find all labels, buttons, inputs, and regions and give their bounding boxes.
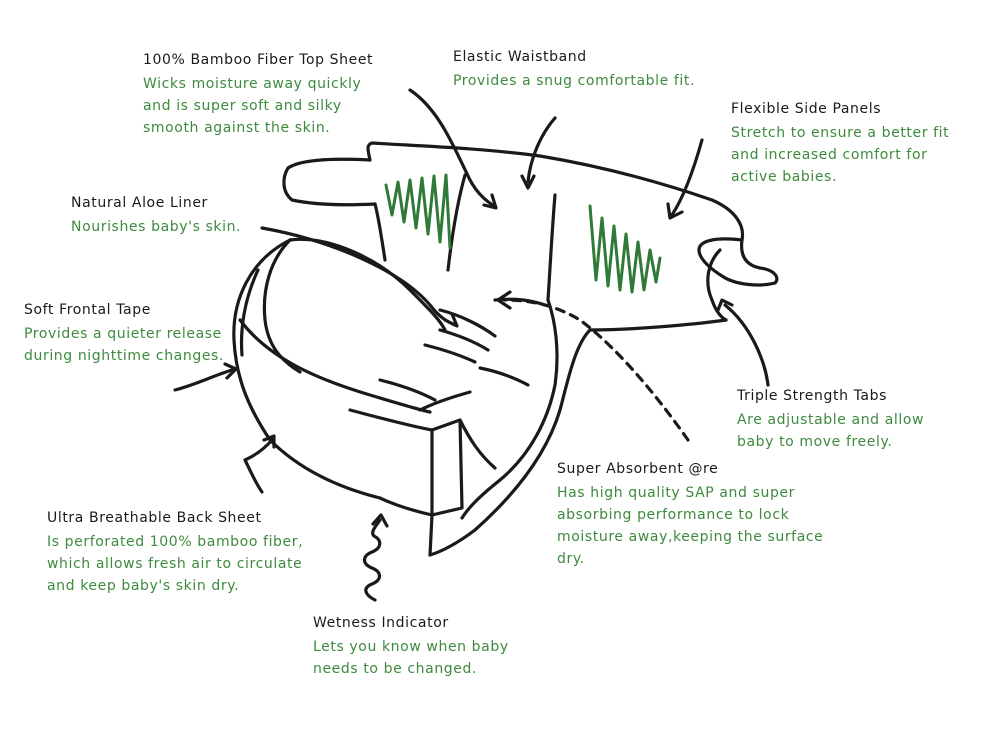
core-channel-left xyxy=(458,418,497,470)
callout-desc: Is perforated 100% bamboo fiber, which a… xyxy=(47,531,303,597)
core-channel-right xyxy=(460,298,559,520)
pointer-aloe xyxy=(260,226,457,327)
callout-desc: Are adjustable and allow baby to move fr… xyxy=(737,409,924,453)
callout-frontal-tape: Soft Frontal Tape Provides a quieter rel… xyxy=(24,301,224,367)
desc-line: during nighttime changes. xyxy=(24,348,224,364)
pointer-tabs xyxy=(723,303,770,387)
front-panel-edge xyxy=(430,418,464,517)
front-shell-outer xyxy=(232,238,382,500)
callout-title: Ultra Breathable Back Sheet xyxy=(47,510,262,526)
inner-back-edge xyxy=(373,202,387,262)
pointer-top-sheet xyxy=(408,88,496,208)
callout-waistband: Elastic Waistband Provides a snug comfor… xyxy=(453,48,695,92)
core-line-5 xyxy=(378,378,437,402)
desc-line: Stretch to ensure a better fit xyxy=(731,125,950,141)
pointer-frontal-tape xyxy=(173,368,234,392)
core-line-4 xyxy=(478,366,530,387)
front-panel-floor xyxy=(418,390,472,412)
callout-desc: Provides a quieter release during nightt… xyxy=(24,323,224,367)
pointer-wetness xyxy=(362,518,382,602)
callout-title: Triple Strength Tabs xyxy=(737,388,887,404)
callout-back-sheet: Ultra Breathable Back Sheet Is perforate… xyxy=(47,509,303,597)
elastic-zigzag-right xyxy=(588,204,662,294)
top-sheet-wave xyxy=(262,238,302,374)
callout-aloe-liner: Natural Aloe Liner Nourishes baby's skin… xyxy=(71,194,241,238)
inner-back-line-2 xyxy=(546,193,557,302)
pointer-wetness-head xyxy=(371,513,389,528)
core-line-2 xyxy=(438,328,490,352)
callout-title: Natural Aloe Liner xyxy=(71,195,208,211)
right-tab-inner xyxy=(706,248,728,322)
callout-desc: Wicks moisture away quickly and is super… xyxy=(143,73,373,139)
right-tab xyxy=(697,237,779,287)
pointer-tabs-head xyxy=(716,298,734,312)
callout-title: Soft Frontal Tape xyxy=(24,302,151,318)
pointer-back-sheet-head xyxy=(262,434,276,449)
callout-desc: Nourishes baby's skin. xyxy=(71,216,241,238)
desc-line: Are adjustable and allow xyxy=(737,412,925,428)
core-line-3 xyxy=(423,343,477,364)
callout-desc: Stretch to ensure a better fit and incre… xyxy=(731,122,949,188)
back-tab-left xyxy=(282,157,377,207)
callout-title: Flexible Side Panels xyxy=(731,101,882,117)
desc-line: and increased comfort for xyxy=(731,147,928,163)
desc-line: and keep baby's skin dry. xyxy=(47,578,240,594)
desc-line: active babies. xyxy=(731,169,838,185)
callout-title: 100% Bamboo Fiber Top Sheet xyxy=(143,52,374,68)
desc-line: Has high quality SAP and super xyxy=(557,485,795,501)
core-dashed-arrow xyxy=(503,298,690,442)
callout-core: Super Absorbent @re Has high quality SAP… xyxy=(557,460,823,570)
core-floor-right xyxy=(428,328,592,557)
callout-wetness-indicator: Wetness Indicator Lets you know when bab… xyxy=(313,614,509,680)
inner-back-line xyxy=(446,173,467,272)
desc-line: dry. xyxy=(557,551,585,567)
pointer-side-panels-head xyxy=(666,202,684,220)
diaper-back-outline xyxy=(366,141,745,242)
callout-tabs: Triple Strength Tabs Are adjustable and … xyxy=(737,387,924,453)
pointer-top-sheet-head xyxy=(482,193,498,210)
desc-line: moisture away,keeping the surface xyxy=(557,529,824,545)
callout-desc: Lets you know when baby needs to be chan… xyxy=(313,636,509,680)
desc-line: Provides a quieter release xyxy=(24,326,222,342)
front-shell-inner xyxy=(239,268,260,357)
core-arrowhead xyxy=(496,290,512,310)
pointer-frontal-tape-head xyxy=(223,362,238,380)
desc-line: Provides a snug comfortable fit. xyxy=(453,73,696,89)
elastic-zigzag-left xyxy=(384,173,452,250)
pointer-aloe-head xyxy=(443,312,459,328)
callout-side-panels: Flexible Side Panels Stretch to ensure a… xyxy=(731,100,949,188)
aloe-liner-curve xyxy=(288,237,447,332)
desc-line: absorbing performance to lock xyxy=(557,507,790,523)
front-bottom xyxy=(428,513,434,557)
desc-line: and is super soft and silky xyxy=(143,98,342,114)
pointer-side-panels xyxy=(670,138,704,217)
core-line-1 xyxy=(438,308,497,338)
desc-line: Nourishes baby's skin. xyxy=(71,219,242,235)
callout-top-sheet: 100% Bamboo Fiber Top Sheet Wicks moistu… xyxy=(143,51,373,139)
pointer-waistband-head xyxy=(520,174,536,190)
front-panel xyxy=(348,408,434,517)
pointer-back-sheet xyxy=(243,438,274,494)
pointer-waistband xyxy=(526,116,557,184)
callout-desc: Has high quality SAP and super absorbing… xyxy=(557,482,823,570)
desc-line: smooth against the skin. xyxy=(143,120,331,136)
callout-desc: Provides a snug comfortable fit. xyxy=(453,70,695,92)
right-side-bottom xyxy=(588,318,728,332)
desc-line: needs to be changed. xyxy=(313,661,478,677)
desc-line: baby to move freely. xyxy=(737,434,893,450)
desc-line: Is perforated 100% bamboo fiber, xyxy=(47,534,304,550)
desc-line: Lets you know when baby xyxy=(313,639,509,655)
callout-title: Super Absorbent @re xyxy=(557,461,719,477)
front-shell-mid xyxy=(238,318,432,414)
callout-title: Elastic Waistband xyxy=(453,49,587,65)
desc-line: which allows fresh air to circulate xyxy=(47,556,303,572)
callout-title: Wetness Indicator xyxy=(313,615,449,631)
desc-line: Wicks moisture away quickly xyxy=(143,76,362,92)
